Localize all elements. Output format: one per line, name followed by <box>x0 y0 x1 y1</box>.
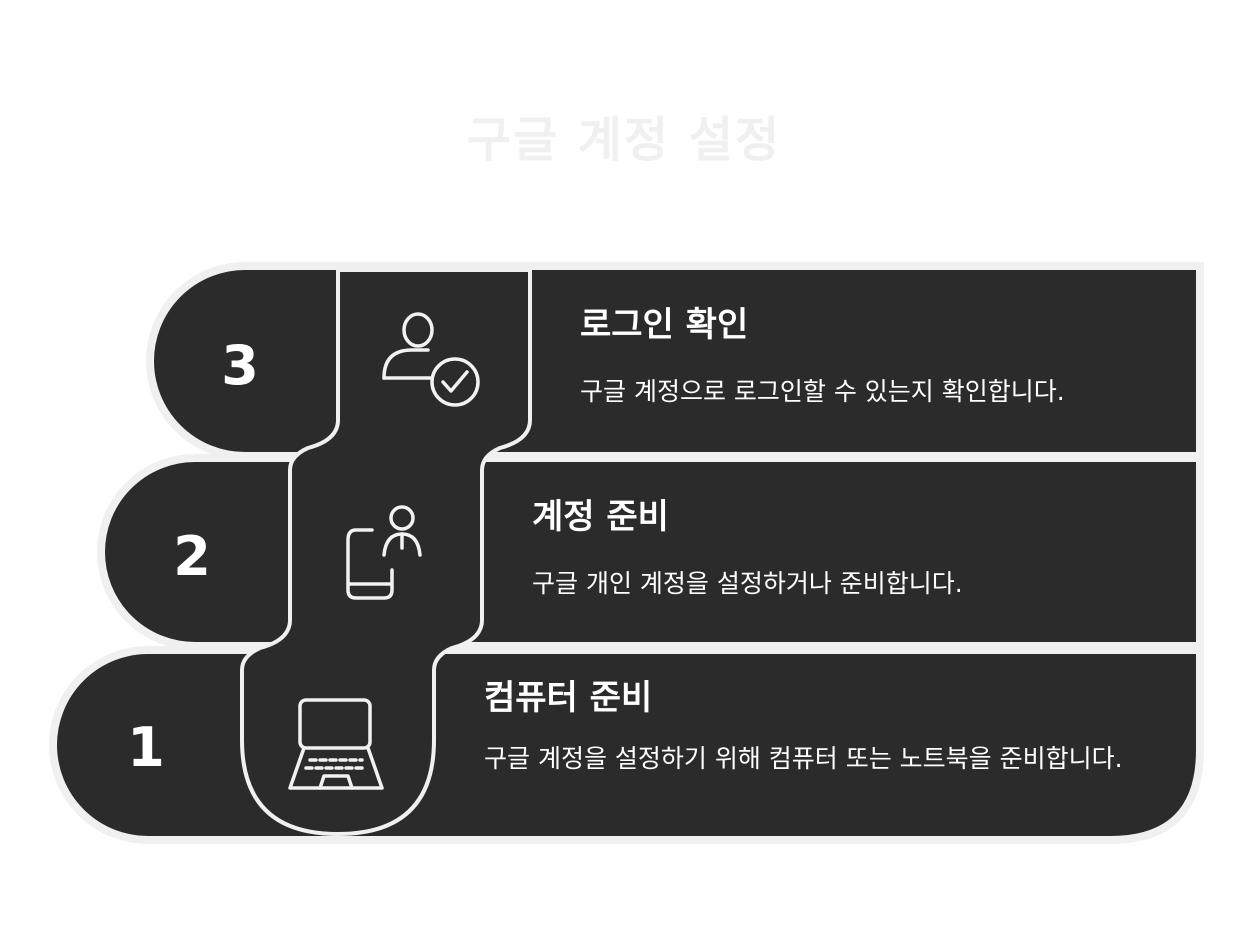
step-2-description: 구글 개인 계정을 설정하거나 준비합니다. <box>532 569 963 598</box>
step-3-description: 구글 계정으로 로그인할 수 있는지 확인합니다. <box>580 377 1065 406</box>
step-1-number: 1 <box>127 716 165 779</box>
page-title: 구글 계정 설정 <box>466 112 782 168</box>
step-1-text: 컴퓨터 준비 구글 계정을 설정하기 위해 컴퓨터 또는 노트북을 준비합니다. <box>484 678 1144 776</box>
step-3-text: 로그인 확인 구글 계정으로 로그인할 수 있는지 확인합니다. <box>580 305 1170 409</box>
step-2-text: 계정 준비 구글 개인 계정을 설정하거나 준비합니다. <box>532 497 1152 601</box>
phone-user-icon <box>346 505 422 600</box>
step-3-number: 3 <box>221 334 259 397</box>
step-1-title: 컴퓨터 준비 <box>484 678 653 718</box>
user-check-icon <box>382 312 480 407</box>
step-1-description: 구글 계정을 설정하기 위해 컴퓨터 또는 노트북을 준비합니다. <box>484 744 1123 773</box>
step-3-title: 로그인 확인 <box>580 305 749 345</box>
step-2-title: 계정 준비 <box>532 497 669 537</box>
step-2-number: 2 <box>173 525 211 588</box>
laptop-icon <box>288 698 384 790</box>
